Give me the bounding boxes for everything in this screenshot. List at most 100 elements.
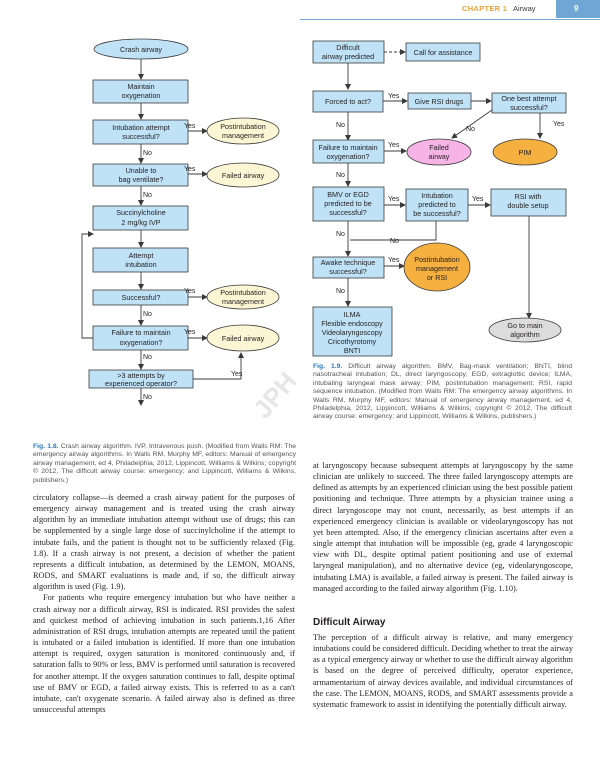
crash-airway-texts: Crash airway Maintain oxygenation Intuba… [105, 45, 266, 388]
node-awake-l1: Awake technique [321, 258, 376, 267]
lbl-no: No [143, 192, 152, 199]
lbl-no: No [143, 354, 152, 361]
caption-label: Fig. 1.9. [313, 363, 343, 370]
difficult-airway-branch-labels: Yes Yes Yes Yes Yes Yes No No No No No N… [336, 93, 565, 295]
node-failmaint-l1: Failure to maintain [111, 328, 170, 337]
difficult-airway-algorithm [345, 49, 543, 319]
node-ilma-l1: ILMA [344, 310, 361, 319]
body-column-right: at laryngoscopy because subsequent attem… [313, 460, 573, 594]
node-bmv-l1: BMV or EGD [327, 190, 369, 199]
lbl-no: No [143, 150, 152, 157]
node-failed-l1: Failed [429, 143, 449, 152]
node-success: Successful? [122, 293, 161, 302]
lbl-yes: Yes [184, 329, 196, 336]
caption-label: Fig. 1.8. [33, 443, 59, 450]
node-forced: Forced to act? [325, 97, 371, 106]
node-attempt-l1: Attempt [129, 251, 154, 260]
lbl-no: No [336, 288, 345, 295]
difficult-airway-nodes [312, 40, 567, 357]
node-intubpred-l1: Intubation [421, 191, 453, 200]
node-sux-l2: 2 mg/kg IVP [121, 218, 160, 227]
page-number-tab [556, 0, 600, 18]
chapter-title: Airway [513, 4, 536, 13]
lbl-yes: Yes [388, 93, 400, 100]
node-ilma-l4: Cricothyrotomy [328, 337, 377, 346]
lbl-no: No [390, 238, 399, 245]
lbl-yes: Yes [388, 257, 400, 264]
node-post-l3: or RSI [427, 273, 447, 282]
node-rsidouble-l1: RSI with [515, 192, 542, 201]
node-bag-l1: Unable to [126, 166, 157, 175]
node-intub-l2: successful? [122, 132, 160, 141]
page-number: 9 [574, 4, 579, 13]
section-heading: Difficult Airway [313, 617, 386, 628]
node-post-l1: Postintubation [414, 255, 460, 264]
node-bmv-l2: predicted to be [324, 199, 372, 208]
node-crash-airway: Crash airway [120, 45, 162, 54]
node-pim: PIM [519, 148, 532, 157]
difficult-airway-texts: Difficult airway predicted Call for assi… [318, 43, 556, 355]
lbl-yes: Yes [184, 123, 196, 130]
node-bag-l2: bag ventilate? [119, 175, 164, 184]
node-intubpred-l3: be successful? [413, 209, 461, 218]
lbl-yes: Yes [472, 196, 484, 203]
node-three-l1: >3 attempts by [117, 371, 165, 380]
node-failmaint-l1: Failure to maintain [318, 143, 377, 152]
node-failed2: Failed airway [222, 334, 265, 343]
node-maintain-l1: Maintain [127, 82, 154, 91]
lbl-no: No [143, 311, 152, 318]
node-intub-l1: Intubation attempt [112, 123, 170, 132]
lbl-no: No [336, 122, 345, 129]
figure-caption-1-8: Fig. 1.8. Crash airway algorithm. IVP, I… [33, 443, 296, 485]
node-post1-l1: Postintubation [220, 122, 266, 131]
crash-airway-branch-labels: Yes Yes Yes Yes Yes No No No No No [143, 123, 243, 401]
node-maintain-l2: oxygenation [122, 91, 161, 100]
caption-text: Difficult airway algorithm. BMV, Bag-mas… [313, 363, 572, 421]
lbl-no: No [336, 231, 345, 238]
node-awake-l2: successful? [329, 267, 367, 276]
lbl-no: No [466, 126, 475, 133]
lbl-yes: Yes [388, 196, 400, 203]
node-difficult-l2: airway predicted [322, 52, 374, 61]
paragraph: The perception of a difficult airway is … [313, 633, 573, 709]
lbl-no: No [143, 394, 152, 401]
lbl-yes: Yes [184, 288, 196, 295]
node-post2-l1: Postintubation [220, 288, 266, 297]
chapter-label: CHAPTER 1 [462, 4, 508, 13]
node-rsidouble-l2: double setup [507, 201, 548, 210]
figure-caption-1-9: Fig. 1.9. Difficult airway algorithm. BM… [313, 363, 572, 422]
lbl-yes: Yes [184, 166, 196, 173]
node-ilma-l2: Flexible endoscopy [321, 319, 383, 328]
node-best-l2: successful? [510, 103, 548, 112]
node-post2-l2: management [222, 297, 264, 306]
node-attempt-l2: intubation [125, 260, 156, 269]
node-ilma-l5: BNTI [344, 346, 360, 355]
crash-airway-nodes [88, 38, 280, 389]
paragraph: circulatory collapse—is deemed a crash a… [33, 493, 295, 592]
lbl-yes: Yes [231, 371, 243, 378]
header-rule [300, 19, 600, 20]
caption-text: Crash airway algorithm. IVP, Intravenous… [33, 443, 296, 484]
lbl-no: No [336, 172, 345, 179]
node-goto-l1: Go to main [507, 321, 542, 330]
node-ilma-l3: Videolaryngoscopy [322, 328, 383, 337]
node-three-l2: experienced operator? [105, 379, 177, 388]
node-failed1: Failed airway [222, 171, 265, 180]
node-failmaint-l2: oxygenation? [327, 152, 370, 161]
crash-airway-algorithm [81, 58, 244, 406]
node-rsi: Give RSI drugs [415, 97, 464, 106]
node-goto-l2: algorithm [510, 330, 540, 339]
node-best-l1: One best attempt [501, 94, 556, 103]
body-column-right-section: The perception of a difficult airway is … [313, 632, 573, 710]
node-difficult-l1: Difficult [336, 43, 359, 52]
node-post1-l2: management [222, 131, 264, 140]
paragraph: at laryngoscopy because subsequent attem… [313, 461, 573, 593]
body-column-left: circulatory collapse—is deemed a crash a… [33, 492, 295, 715]
lbl-yes: Yes [553, 121, 565, 128]
node-intubpred-l2: predicted to [418, 200, 456, 209]
page-header: CHAPTER 1 Airway 9 [0, 0, 600, 18]
node-sux-l1: Succinylcholine [116, 208, 166, 217]
paragraph: For patients who require emergency intub… [33, 593, 295, 714]
node-post-l2: management [416, 264, 458, 273]
